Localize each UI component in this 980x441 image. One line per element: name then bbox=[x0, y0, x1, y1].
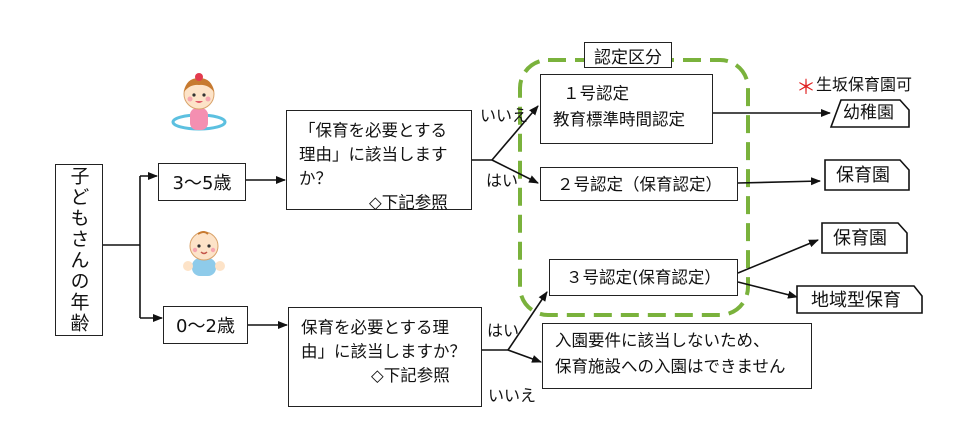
q1-line1: 「保育を必要とする bbox=[299, 121, 448, 140]
age-older-label: 3〜5歳 bbox=[172, 173, 232, 194]
root-age-label: 子どもさんの年齢 bbox=[67, 166, 90, 334]
no3-label: ３号認定(保育認定） bbox=[566, 268, 721, 287]
question-box-2: 保育を必要とする理 由」に該当しますか？ ◇下記参照 bbox=[288, 307, 482, 407]
q1-yes-label: はい bbox=[486, 171, 519, 190]
arrow-q1-no bbox=[491, 105, 539, 161]
kindergarten-label: 幼稚園 bbox=[843, 103, 894, 123]
note-label: 生坂保育園可 bbox=[816, 75, 913, 94]
arrow-q2-yes bbox=[507, 291, 548, 351]
kindergarten-tag bbox=[829, 99, 910, 128]
arrow-q1-yes bbox=[491, 159, 539, 184]
question-box-1: 「保育を必要とする 理由」に該当しますか？ ◇下記参照 bbox=[286, 110, 472, 212]
age-box-older: 3〜5歳 bbox=[158, 163, 246, 201]
q2-yes-label: はい bbox=[487, 321, 520, 340]
arrow-q2-no bbox=[507, 349, 542, 363]
q2-line1: 保育を必要とする理 bbox=[301, 318, 450, 337]
category-no1-box: １号認定 教育標準時間認定 bbox=[540, 74, 713, 144]
q2-no-label: いいえ bbox=[488, 386, 537, 405]
nursery-label-2: 保育園 bbox=[833, 228, 887, 249]
arrow-no2-to-nursery bbox=[737, 177, 821, 186]
q2-line2: 由」に該当しますか？ bbox=[301, 341, 466, 361]
no1-line1: １号認定 bbox=[563, 84, 629, 103]
category-title: 認定区分 bbox=[584, 42, 672, 68]
root-age-box: 子どもさんの年齢 bbox=[55, 164, 103, 336]
ineligible-box: 入園要件に該当しないため、 保育施設への入園はできません bbox=[542, 323, 812, 389]
ineligible-line1: 入園要件に該当しないため、 bbox=[555, 331, 770, 350]
nursery-tag-1 bbox=[824, 159, 910, 191]
nursery-tag-2 bbox=[821, 222, 908, 254]
category-no3-box: ３号認定(保育認定） bbox=[549, 259, 738, 296]
age-box-younger: 0〜2歳 bbox=[163, 306, 248, 344]
baby-icon bbox=[183, 231, 225, 276]
ineligible-line2: 保育施設への入園はできません bbox=[555, 357, 786, 377]
q1-line2: 理由」に該当しますか？ bbox=[299, 144, 448, 188]
no1-line2: 教育標準時間認定 bbox=[553, 109, 685, 129]
no2-label: ２号認定（保育認定） bbox=[557, 175, 722, 194]
girl-hoop-icon bbox=[171, 73, 227, 131]
arrow-no3-to-nursery bbox=[737, 239, 819, 274]
q1-no-label: いいえ bbox=[480, 106, 529, 125]
arrow-no3-to-community bbox=[737, 281, 798, 299]
community-tag bbox=[796, 285, 923, 314]
q2-line3: ◇下記参照 bbox=[371, 365, 450, 385]
q1-line3: ◇下記参照 bbox=[369, 192, 448, 212]
nursery-label-1: 保育園 bbox=[836, 165, 890, 186]
community-label: 地域型保育 bbox=[811, 290, 901, 311]
category-title-text: 認定区分 bbox=[594, 47, 662, 68]
category-no2-box: ２号認定（保育認定） bbox=[540, 167, 738, 201]
age-younger-label: 0〜2歳 bbox=[176, 316, 235, 337]
note-asterisk: ＊ bbox=[796, 75, 816, 99]
